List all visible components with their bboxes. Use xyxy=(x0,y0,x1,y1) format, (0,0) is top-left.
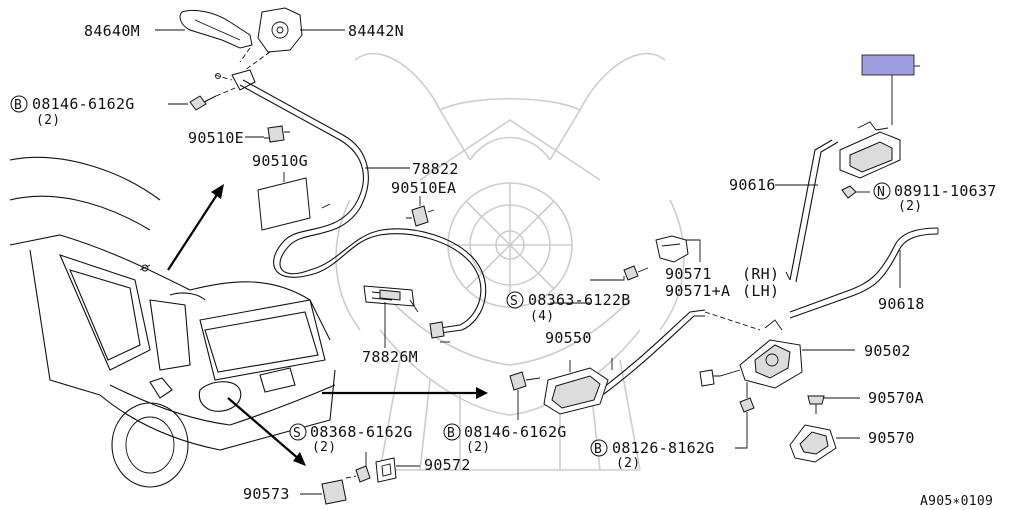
rod-90618 xyxy=(789,227,939,319)
label-90510EA: 90510EA xyxy=(391,179,456,197)
car-rear-view xyxy=(9,156,336,488)
label-08146-top: 08146-6162G xyxy=(32,95,135,113)
label-90502: 90502 xyxy=(864,342,911,360)
label-90618: 90618 xyxy=(878,295,925,313)
label-84640M: 84640M xyxy=(84,22,140,40)
release-cable-78822 xyxy=(239,79,487,339)
prefix-b-mid: B xyxy=(447,426,455,441)
pad-90510G[interactable] xyxy=(257,172,311,231)
label-90510G: 90510G xyxy=(252,152,308,170)
bolt-08146-mid xyxy=(509,371,541,420)
label-90571-rh: (RH) xyxy=(742,265,779,283)
prefix-n: N xyxy=(877,185,885,200)
label-78826M: 78826M xyxy=(362,348,418,366)
label-78822: 78822 xyxy=(412,160,459,178)
reference-code: A905∗0109 xyxy=(920,494,993,509)
label-08126: 08126-8162G xyxy=(612,439,715,457)
label-90616: 90616 xyxy=(729,176,776,194)
clip-90510E[interactable] xyxy=(245,125,290,143)
label-08363-qty: (4) xyxy=(530,309,554,324)
screw-90570A xyxy=(807,395,860,414)
nut-08911 xyxy=(841,185,870,199)
label-90572: 90572 xyxy=(424,456,471,474)
label-90570A: 90570A xyxy=(868,389,924,407)
label-08911: 08911-10637 xyxy=(894,182,997,200)
label-90550: 90550 xyxy=(545,329,592,347)
prefix-s-08363: S xyxy=(510,294,518,309)
part-labels: 84640M 84442N B 08146-6162G (2) 90510E 9… xyxy=(10,22,997,509)
label-90570: 90570 xyxy=(868,429,915,447)
prefix-s-08368: S xyxy=(293,426,301,441)
label-08368: 08368-6162G xyxy=(310,423,413,441)
label-08146-mid: 08146-6162G xyxy=(464,423,567,441)
handle-78826M[interactable] xyxy=(363,285,419,348)
license-lamp-assembly[interactable] xyxy=(839,121,901,179)
bracket-90572[interactable] xyxy=(375,457,420,483)
label-08126-qty: (2) xyxy=(616,456,640,471)
label-08911-qty: (2) xyxy=(898,199,922,214)
direction-arrows xyxy=(167,184,488,466)
striker-90570[interactable] xyxy=(789,424,860,463)
opener-lever-84640M[interactable] xyxy=(179,9,253,49)
highlight-label xyxy=(861,54,920,76)
label-08368-qty: (2) xyxy=(312,440,336,455)
bolt-08146-top xyxy=(168,87,236,111)
cable-bracket xyxy=(214,69,256,91)
label-08146-top-qty: (2) xyxy=(36,113,60,128)
rod-90616 xyxy=(775,139,839,283)
screw-08368 xyxy=(345,452,371,483)
samurai-helmet-watermark xyxy=(335,52,685,471)
cover-84442N[interactable] xyxy=(257,7,303,53)
label-90571A: 90571+A xyxy=(665,282,730,300)
clip-90510EA[interactable] xyxy=(321,196,435,227)
prefix-b-08126: B xyxy=(594,442,602,457)
prefix-b-top: B xyxy=(14,98,22,113)
label-08146-mid-qty: (2) xyxy=(466,440,490,455)
label-90571A-lh: (LH) xyxy=(742,282,779,300)
latch-90502[interactable] xyxy=(699,319,855,389)
cover-90573[interactable] xyxy=(300,479,347,505)
label-90571: 90571 xyxy=(665,265,712,283)
actuator-90571[interactable] xyxy=(655,235,701,263)
screw-08363 xyxy=(590,265,649,281)
bolt-08126 xyxy=(735,382,755,449)
actuator-90550[interactable] xyxy=(543,360,609,415)
label-90573: 90573 xyxy=(243,485,290,503)
label-90510E: 90510E xyxy=(188,129,244,147)
label-08363: 08363-6122B xyxy=(528,291,631,309)
label-84442N: 84442N xyxy=(348,22,404,40)
